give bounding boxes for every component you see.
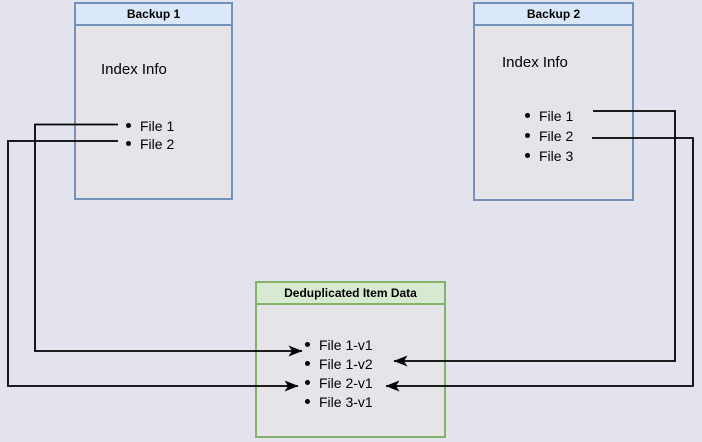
bullet-icon bbox=[305, 342, 310, 347]
dedup-box: Deduplicated Item Data File 1-v1 File 1-… bbox=[255, 281, 446, 438]
bullet-icon bbox=[126, 123, 131, 128]
backup2-file1-label: File 1 bbox=[539, 107, 574, 124]
bullet-icon bbox=[305, 399, 310, 404]
backup2-box: Backup 2 Index Info File 1 File 2 File 3 bbox=[473, 2, 634, 201]
backup1-file2-label: File 2 bbox=[140, 135, 175, 152]
backup2-file3-label: File 3 bbox=[539, 147, 574, 164]
dedup-file1v1-label: File 1-v1 bbox=[319, 336, 373, 353]
backup1-file1-label: File 1 bbox=[140, 117, 175, 134]
backup2-file2-label: File 2 bbox=[539, 127, 574, 144]
bullet-icon bbox=[126, 141, 131, 146]
dedup-file2v1-label: File 2-v1 bbox=[319, 374, 373, 391]
backup1-file2-item: File 2 bbox=[126, 134, 174, 153]
dedup-file3v1-item: File 3-v1 bbox=[305, 392, 373, 411]
bullet-icon bbox=[305, 361, 310, 366]
dedup-file1v2-label: File 1-v2 bbox=[319, 355, 373, 372]
dedup-file2v1-item: File 2-v1 bbox=[305, 373, 373, 392]
backup1-title: Backup 1 bbox=[76, 4, 231, 26]
backup2-title: Backup 2 bbox=[475, 4, 632, 26]
backup1-index-info-label: Index Info bbox=[101, 61, 167, 78]
backup2-index-info-label: Index Info bbox=[502, 54, 568, 71]
backup1-box: Backup 1 Index Info File 1 File 2 bbox=[74, 2, 233, 200]
dedup-file3v1-label: File 3-v1 bbox=[319, 393, 373, 410]
backup2-file2-item: File 2 bbox=[525, 126, 573, 145]
backup1-file1-item: File 1 bbox=[126, 116, 174, 135]
backup2-file1-item: File 1 bbox=[525, 106, 573, 125]
dedup-file1v2-item: File 1-v2 bbox=[305, 354, 373, 373]
backup2-file3-item: File 3 bbox=[525, 146, 573, 165]
bullet-icon bbox=[525, 133, 530, 138]
dedup-title: Deduplicated Item Data bbox=[257, 283, 444, 305]
bullet-icon bbox=[525, 153, 530, 158]
dedup-file1v1-item: File 1-v1 bbox=[305, 335, 373, 354]
bullet-icon bbox=[525, 113, 530, 118]
bullet-icon bbox=[305, 380, 310, 385]
